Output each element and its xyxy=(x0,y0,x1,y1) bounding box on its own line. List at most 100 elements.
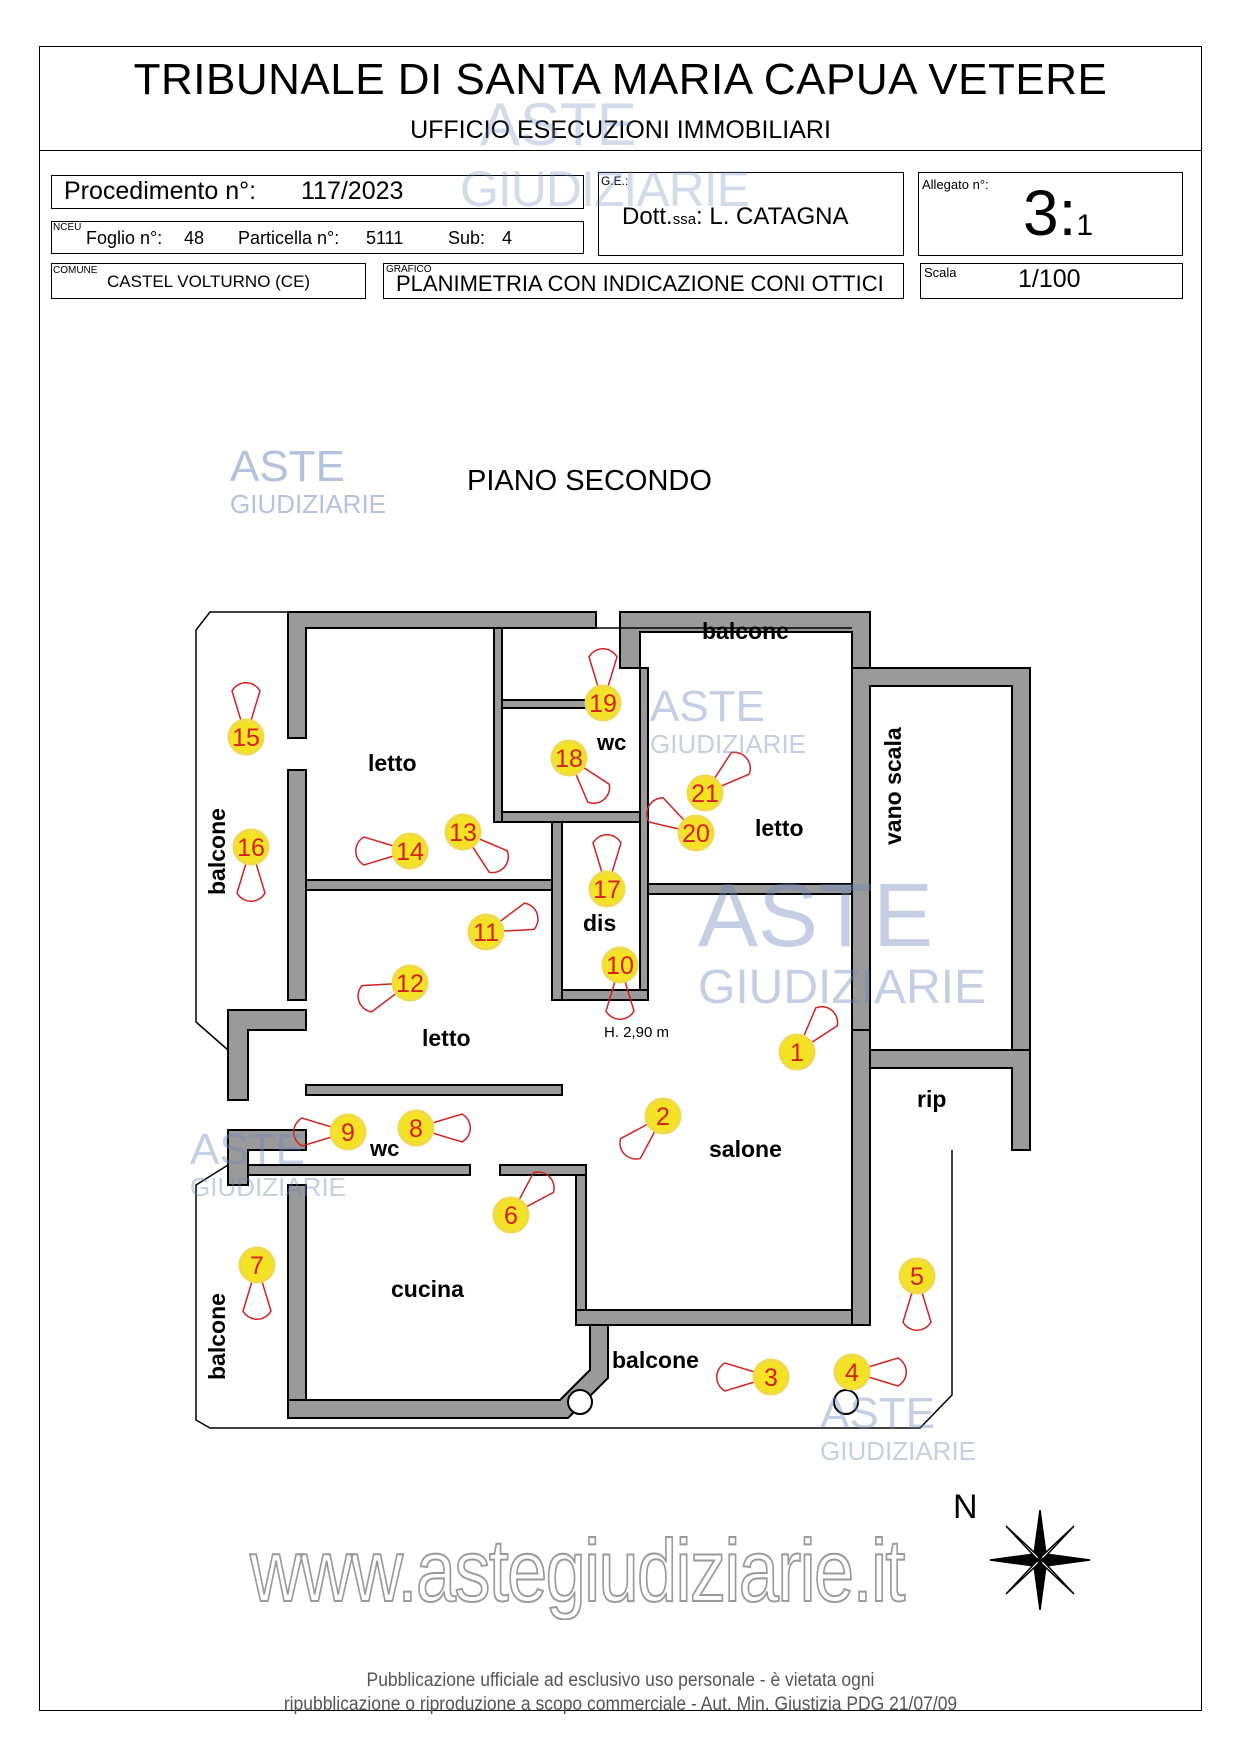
procedure-box xyxy=(51,175,584,209)
marker-badge xyxy=(391,832,429,870)
compass-point-e xyxy=(1038,1553,1091,1567)
marker-badge xyxy=(686,774,724,812)
particella-label: Particella n°: xyxy=(238,228,340,248)
grafico-box xyxy=(383,263,904,299)
wall-int-cucina-right xyxy=(575,1169,587,1311)
view-cone-icon xyxy=(357,982,413,1013)
marker-number: 11 xyxy=(473,919,499,947)
sub-value: 4 xyxy=(502,228,513,248)
wall-int-wc1-bottom xyxy=(501,811,641,823)
room-wc-2: wc xyxy=(370,1136,400,1161)
camera-marker-7: 7 xyxy=(238,1246,276,1320)
camera-marker-2: 2 xyxy=(619,1097,682,1160)
marker-badge xyxy=(444,813,482,851)
marker-number: 2 xyxy=(656,1103,670,1131)
wall-cucina-left xyxy=(287,1184,307,1401)
marker-badge xyxy=(833,1353,871,1391)
balcony-right-lower xyxy=(288,1150,953,1429)
room-balcone-left-2: balcone xyxy=(204,1293,230,1380)
header-separator xyxy=(39,150,1202,151)
room-dis: dis xyxy=(583,910,617,936)
allegato-sub: 1 xyxy=(1076,209,1094,242)
nceu-box xyxy=(51,221,584,254)
marker-number: 6 xyxy=(504,1202,518,1230)
marker-badge xyxy=(492,1196,530,1234)
camera-marker-8: 8 xyxy=(397,1109,471,1147)
office-subtitle: UFFICIO ESECUZIONI IMMOBILIARI xyxy=(410,116,831,144)
view-cone-icon xyxy=(902,1273,932,1331)
marker-badge xyxy=(644,1097,682,1135)
wall-int-letto1-bottom xyxy=(305,879,561,891)
view-cone-icon xyxy=(605,962,635,1020)
marker-badge xyxy=(588,870,626,908)
wall-int-dis-left xyxy=(551,821,563,1001)
page-frame xyxy=(39,46,1202,1711)
floor-title: PIANO SECONDO xyxy=(467,465,712,497)
height-note: H. 2,90 m xyxy=(604,1024,670,1041)
marker-number: 9 xyxy=(341,1119,355,1147)
plan-watermark-4-giudiziarie: GIUDIZIARIE xyxy=(190,1172,347,1202)
wall-top-left xyxy=(287,611,597,739)
marker-badge xyxy=(227,718,265,756)
plan-watermark-1-giudiziarie: GIUDIZIARIE xyxy=(230,489,387,519)
plan-watermark-5: ASTE GIUDIZIARIE xyxy=(820,1392,976,1467)
marker-badge xyxy=(329,1113,367,1151)
camera-marker-18: 18 xyxy=(550,739,611,805)
wall-right-salone xyxy=(851,1029,871,1326)
view-cone-icon xyxy=(293,1117,351,1147)
wall-bottom-salone xyxy=(575,1309,853,1326)
marker-badge xyxy=(550,739,588,777)
marker-badge xyxy=(584,684,622,722)
camera-marker-1: 1 xyxy=(778,1005,839,1071)
comune-tag: COMUNE xyxy=(53,265,98,276)
footer-line-1: Pubblicazione ufficiale ad esclusivo uso… xyxy=(366,1670,875,1691)
comune-value: CASTEL VOLTURNO (CE) xyxy=(107,272,311,291)
wall-int-wc2-bottom xyxy=(247,1164,471,1176)
view-cone-icon xyxy=(716,1362,774,1392)
view-cone-icon xyxy=(592,834,622,892)
ge-box xyxy=(598,172,904,256)
marker-number: 18 xyxy=(555,745,583,773)
plan-watermark-1-aste: ASTE xyxy=(230,442,345,491)
wall-rip xyxy=(869,1049,1031,1151)
marker-badge xyxy=(778,1033,816,1071)
header-watermark-aste: ASTE xyxy=(480,91,637,158)
room-wc-1: wc xyxy=(597,730,627,755)
balcony-left-upper xyxy=(195,611,288,1051)
wall-int-letto3-bottom xyxy=(647,883,853,895)
plan-watermark-3-giudiziarie: GIUDIZIARIE xyxy=(698,961,987,1014)
compass-point-se xyxy=(1038,1558,1075,1595)
camera-marker-6: 6 xyxy=(492,1171,555,1234)
camera-marker-5: 5 xyxy=(898,1257,936,1331)
court-title: TRIBUNALE DI SANTA MARIA CAPUA VETERE xyxy=(133,55,1108,104)
allegato-number: 3:1 xyxy=(1023,176,1093,250)
wall-int-wc1 xyxy=(501,699,587,709)
scala-box xyxy=(920,263,1183,299)
camera-marker-9: 9 xyxy=(293,1113,367,1151)
allegato-box xyxy=(918,172,1183,256)
marker-badge xyxy=(677,814,715,852)
marker-badge xyxy=(238,1246,276,1284)
compass-point-w xyxy=(989,1553,1042,1567)
marker-number: 13 xyxy=(449,819,477,847)
wall-int-letto1-right xyxy=(493,627,503,823)
header-watermark-giudiziarie: GIUDIZIARIE xyxy=(460,161,750,217)
comune-box xyxy=(51,263,366,299)
camera-marker-16: 16 xyxy=(232,828,270,902)
plan-watermark-3: ASTE GIUDIZIARIE xyxy=(698,866,987,1015)
camera-marker-4: 4 xyxy=(833,1353,907,1391)
view-cone-icon xyxy=(231,682,261,740)
judge-prefix: Dott. xyxy=(622,203,673,230)
marker-number: 20 xyxy=(682,820,710,848)
plan-watermark-2-aste: ASTE xyxy=(650,682,765,731)
wall-left-upper xyxy=(287,769,307,1001)
marker-number: 17 xyxy=(593,876,621,904)
plan-watermark-3-aste: ASTE xyxy=(698,866,934,966)
camera-marker-12: 12 xyxy=(357,964,429,1013)
camera-marker-15: 15 xyxy=(227,682,265,756)
camera-marker-20: 20 xyxy=(646,797,715,852)
plan-watermark-2-giudiziarie: GIUDIZIARIE xyxy=(650,729,807,759)
wall-bottom-cucina xyxy=(287,1324,609,1419)
camera-marker-13: 13 xyxy=(444,813,510,874)
